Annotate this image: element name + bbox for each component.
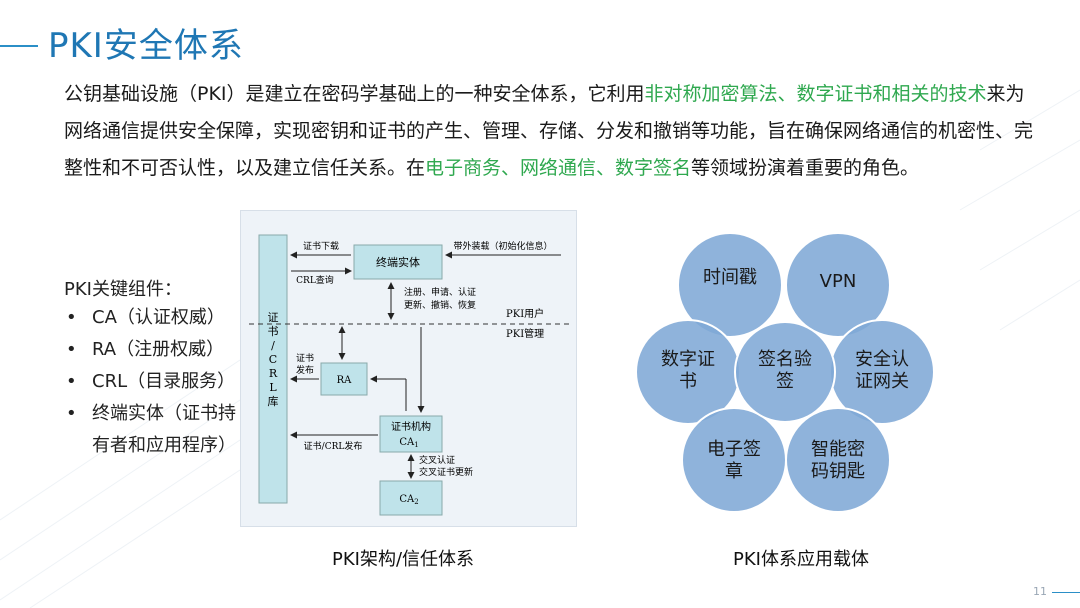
carrier-label: 电子签章 [707, 439, 761, 482]
title-accent-line [0, 45, 38, 47]
repository-box [258, 234, 288, 504]
carrier-label: 智能密码钥匙 [811, 439, 865, 482]
carrier-label: 时间戳 [703, 267, 757, 288]
ca1-label: 证书机构 [391, 420, 431, 433]
slide-title: PKI安全体系 [48, 26, 244, 66]
list-item: CA（认证权威） [64, 302, 244, 334]
components-list: CA（认证权威） RA（注册权威） CRL（目录服务） 终端实体（证书持有者和应… [64, 302, 244, 462]
carrier-circle-timestamp [677, 232, 783, 338]
carrier-circle-e-seal [681, 407, 787, 513]
carrier-label: 数字证书 [661, 349, 715, 392]
pki-mgmt-label: PKI管理 [506, 327, 544, 340]
operations-label-1: 注册、申请、认证 [404, 286, 476, 298]
cert-publish-label-2: 发布 [296, 364, 314, 376]
intro-highlight: 电子商务、网络通信、数字签名 [425, 157, 692, 179]
page-number-line [1052, 592, 1080, 593]
cert-publish-label-1: 证书 [296, 353, 314, 364]
carrier-label: VPN [820, 271, 857, 292]
diagram-caption: PKI架构/信任体系 [332, 549, 475, 570]
intro-text: 公钥基础设施（PKI）是建立在密码学基础上的一种安全体系，它利用 [64, 83, 645, 105]
cross-cert-label-1: 交叉认证 [419, 454, 455, 466]
carrier-circle-smart-key [785, 407, 891, 513]
ca1-sub-label: CA1 [399, 437, 418, 449]
intro-text: 来为网络通信提供安全保障，实现密钥和证书的产生、管理、存储、分发和撤销等功能，旨… [64, 83, 1034, 179]
carrier-circle-sign-verify [734, 321, 836, 423]
out-of-band-label: 带外装载（初始化信息） [453, 240, 552, 252]
list-item: CRL（目录服务） [64, 366, 244, 398]
carriers-diagram: 时间戳 VPN 数字证书 签名验签 安全认证网关 电子签章 智能密码钥匙 [620, 220, 950, 530]
intro-paragraph: 公钥基础设施（PKI）是建立在密码学基础上的一种安全体系，它利用非对称加密算法、… [64, 76, 1039, 187]
list-item: RA（注册权威） [64, 334, 244, 366]
intro-text: 等领域扮演着重要的角色。 [691, 157, 920, 179]
intro-highlight: 非对称加密算法、数字证书和相关的技术 [644, 83, 987, 105]
ra-box [320, 362, 368, 396]
list-item: 终端实体（证书持有者和应用程序） [64, 398, 244, 462]
crl-query-label: CRL查询 [296, 274, 334, 286]
page-number: 11 [1033, 585, 1047, 598]
end-entity-label: 终端实体 [376, 255, 420, 269]
ca2-box [379, 480, 443, 516]
cert-download-label: 证书下载 [303, 240, 339, 252]
operations-label-2: 更新、撤销、恢复 [404, 299, 476, 311]
end-entity-box [353, 244, 443, 280]
ca2-label: CA2 [399, 494, 418, 506]
carriers-svg: 时间戳 VPN 数字证书 签名验签 安全认证网关 电子签章 智能密码钥匙 [635, 232, 935, 513]
carrier-label: 签名验签 [758, 349, 812, 392]
carriers-caption: PKI体系应用载体 [733, 549, 869, 570]
carrier-circle-vpn [785, 232, 891, 338]
ra-label: RA [337, 375, 353, 386]
components-heading: PKI关键组件： [64, 279, 182, 300]
cert-crl-publish-label: 证书/CRL发布 [304, 440, 363, 452]
pki-user-label: PKI用户 [506, 307, 544, 320]
carrier-label: 安全认证网关 [855, 349, 909, 392]
cross-cert-label-2: 交叉证书更新 [419, 466, 473, 478]
ca1-box [379, 415, 443, 453]
